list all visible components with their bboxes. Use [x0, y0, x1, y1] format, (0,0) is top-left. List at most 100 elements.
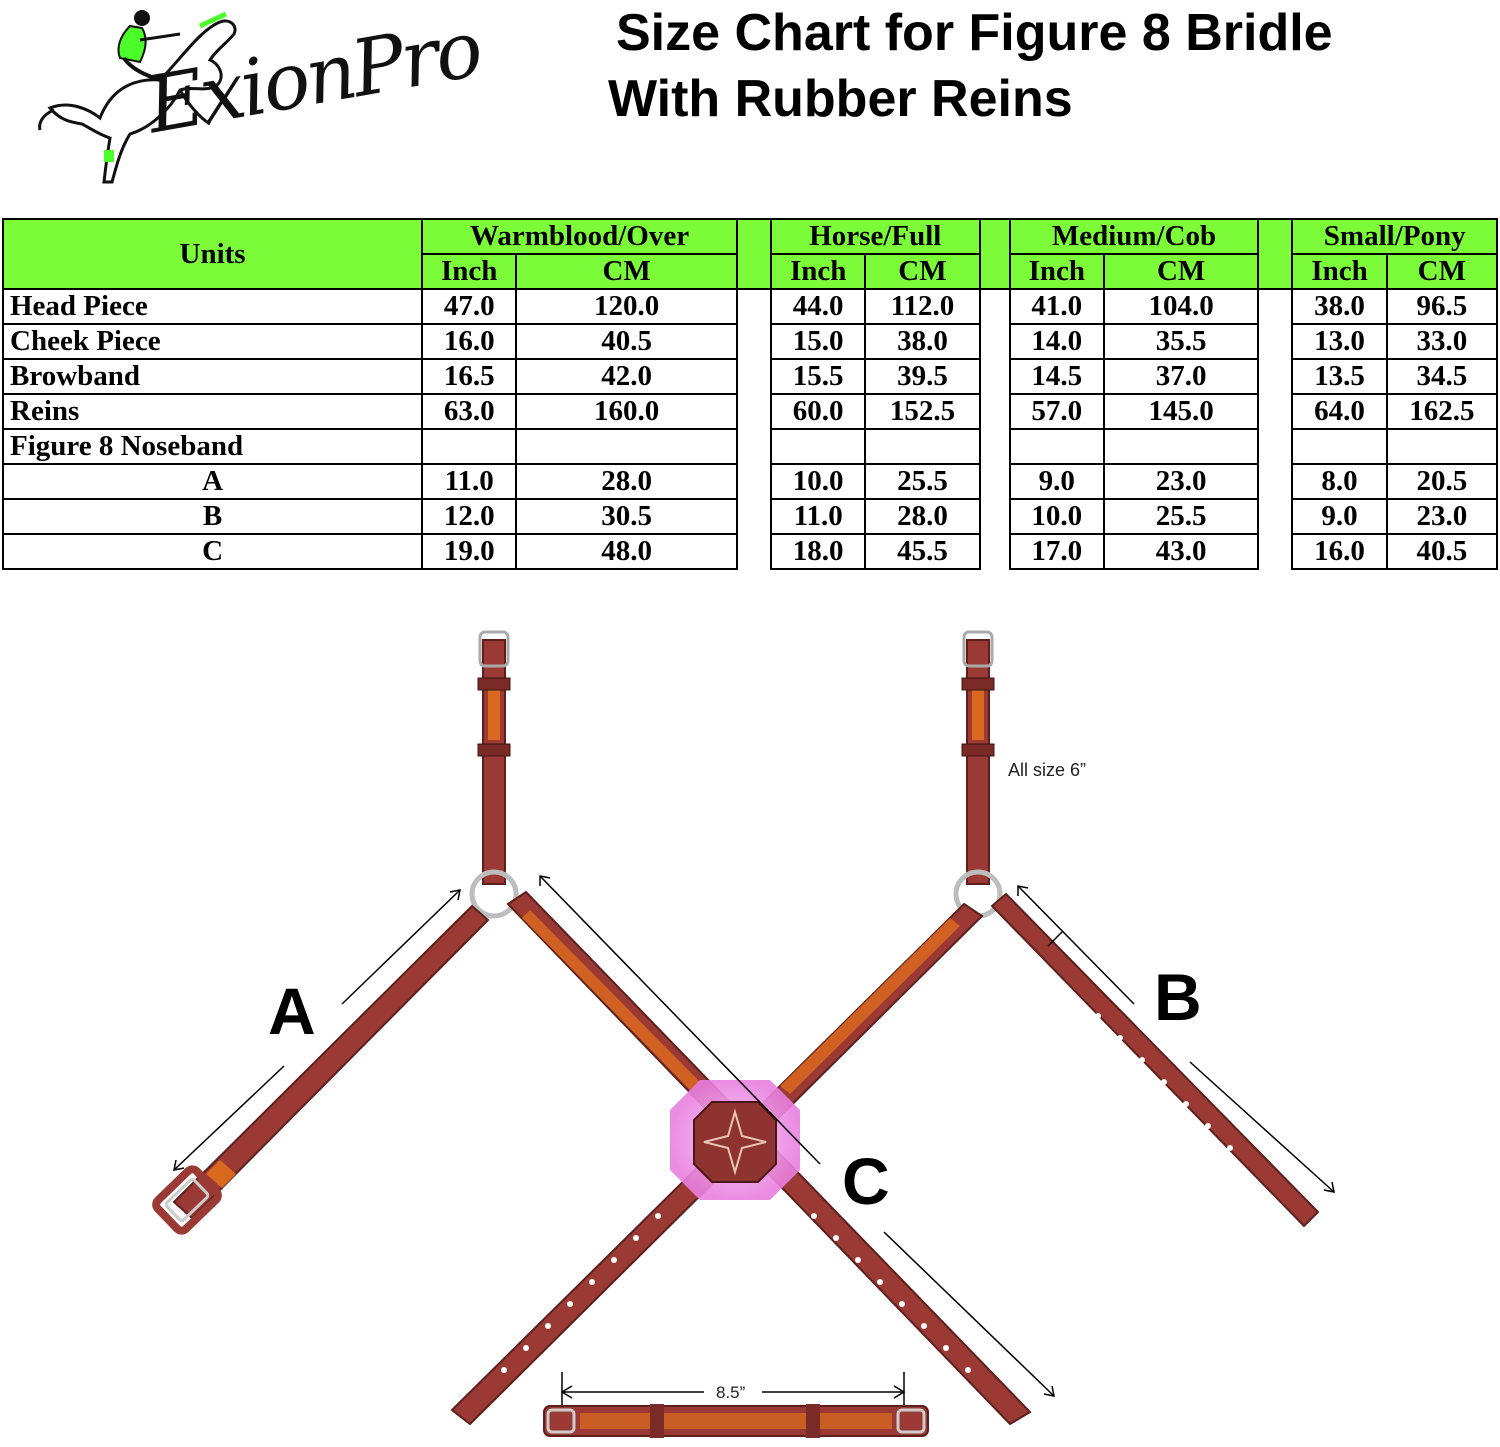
- table-cell: 12.0: [421, 498, 518, 535]
- dimension-lines: [173, 875, 1335, 1408]
- column-gap: [978, 359, 1011, 394]
- table-cell: 18.0: [770, 533, 867, 570]
- table-cell: 10.0: [770, 463, 867, 500]
- group-header-medium: Medium/Cob: [1008, 218, 1260, 255]
- group-header-horse: Horse/Full: [770, 218, 981, 255]
- left-ring: [469, 869, 519, 919]
- table-cell: 11.0: [770, 498, 867, 535]
- subheader-inch: Inch: [1291, 253, 1388, 290]
- table-cell: 9.0: [1008, 463, 1105, 500]
- table-cell: 152.5: [864, 393, 981, 430]
- table-cell: [1102, 428, 1260, 465]
- table-cell: 28.0: [864, 498, 981, 535]
- title-line-2: With Rubber Reins: [608, 70, 1073, 128]
- row-label: Figure 8 Noseband: [1, 428, 424, 465]
- header-row-groups: Units Warmblood/Over Horse/Full Medium/C…: [1, 218, 1498, 290]
- size-chart-table: Units Warmblood/Over Horse/Full Medium/C…: [1, 218, 1499, 570]
- table-cell: 35.5: [1102, 323, 1260, 360]
- table-cell: 47.0: [421, 288, 518, 325]
- table-cell: 63.0: [421, 393, 518, 430]
- table-cell: 8.0: [1291, 463, 1388, 500]
- column-gap: [978, 499, 1011, 534]
- column-gap: [735, 289, 773, 324]
- column-gap: [735, 499, 773, 534]
- column-gap: [978, 324, 1011, 359]
- column-gap: [1257, 464, 1294, 499]
- table-cell: 33.0: [1385, 323, 1499, 360]
- column-gap: [1257, 324, 1294, 359]
- column-gap: [735, 359, 773, 394]
- column-gap: [978, 289, 1011, 324]
- table-cell: 17.0: [1008, 533, 1105, 570]
- table-cell: 38.0: [1291, 288, 1388, 325]
- column-gap: [978, 464, 1011, 499]
- table-cell: 44.0: [770, 288, 867, 325]
- table-cell: 96.5: [1385, 288, 1499, 325]
- subheader-cm: CM: [515, 253, 738, 290]
- row-label: A: [1, 463, 424, 500]
- table-cell: [515, 428, 738, 465]
- strap-a: [152, 904, 490, 1235]
- table-cell: [1385, 428, 1499, 465]
- browband-size-note: 8.5”: [716, 1383, 746, 1402]
- table-cell: 19.0: [421, 533, 518, 570]
- table-cell: 14.0: [1008, 323, 1105, 360]
- table-cell: 112.0: [864, 288, 981, 325]
- table-cell: 14.5: [1008, 358, 1105, 395]
- row-label: Browband: [1, 358, 424, 395]
- table-cell: 40.5: [515, 323, 738, 360]
- subheader-inch: Inch: [770, 253, 867, 290]
- row-label: C: [1, 533, 424, 570]
- row-label: Reins: [1, 393, 424, 430]
- table-cell: 9.0: [1291, 498, 1388, 535]
- column-gap: [1257, 499, 1294, 534]
- group-header-small: Small/Pony: [1291, 218, 1498, 255]
- table-cell: [864, 428, 981, 465]
- column-gap: [1257, 394, 1294, 429]
- subheader-cm: CM: [1385, 253, 1499, 290]
- table-cell: 10.0: [1008, 498, 1105, 535]
- subheader-inch: Inch: [421, 253, 518, 290]
- table-cell: 34.5: [1385, 358, 1499, 395]
- table-cell: 160.0: [515, 393, 738, 430]
- strap-b: [990, 892, 1320, 1228]
- table-cell: 60.0: [770, 393, 867, 430]
- column-gap: [978, 394, 1011, 429]
- table-cell: 11.0: [421, 463, 518, 500]
- column-gap: [735, 429, 773, 464]
- label-c: C: [842, 1144, 890, 1218]
- table-cell: 20.5: [1385, 463, 1499, 500]
- column-gap: [735, 534, 773, 569]
- left-cheek-strap: [477, 630, 511, 885]
- table-cell: 15.5: [770, 358, 867, 395]
- table-row: Figure 8 Noseband: [1, 428, 1499, 465]
- row-label: B: [1, 498, 424, 535]
- group-header-warmblood: Warmblood/Over: [421, 218, 738, 255]
- table-cell: 42.0: [515, 358, 738, 395]
- subheader-cm: CM: [1102, 253, 1260, 290]
- table-cell: 25.5: [1102, 498, 1260, 535]
- table-cell: 40.5: [1385, 533, 1499, 570]
- right-cheek-strap: [961, 630, 995, 885]
- column-gap: [735, 324, 773, 359]
- table-cell: 13.5: [1291, 358, 1388, 395]
- row-label: Head Piece: [1, 288, 424, 325]
- row-label: Cheek Piece: [1, 323, 424, 360]
- table-cell: 64.0: [1291, 393, 1388, 430]
- title-line-1: Size Chart for Figure 8 Bridle: [616, 4, 1333, 62]
- horse-rider-icon: [38, 10, 237, 184]
- column-gap: [1257, 289, 1294, 324]
- table-cell: 23.0: [1385, 498, 1499, 535]
- table-cell: 162.5: [1385, 393, 1499, 430]
- strap-holes: [501, 1013, 1233, 1373]
- table-cell: 15.0: [770, 323, 867, 360]
- table-cell: [1291, 428, 1388, 465]
- table-cell: 16.0: [1291, 533, 1388, 570]
- subheader-inch: Inch: [1008, 253, 1105, 290]
- column-gap: [735, 464, 773, 499]
- column-gap: [735, 394, 773, 429]
